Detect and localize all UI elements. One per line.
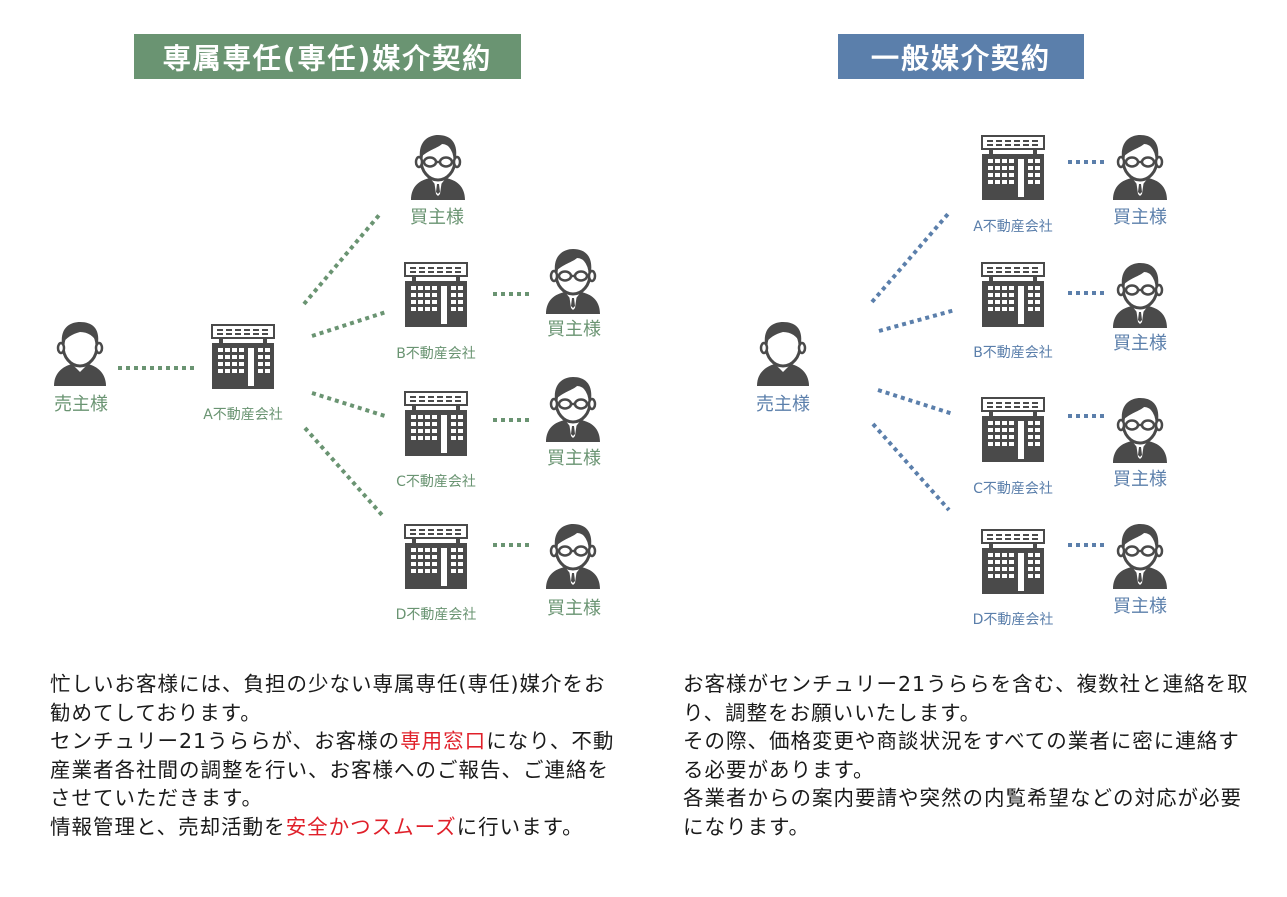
buyer-icon [1111,134,1169,200]
building-icon [404,524,468,589]
buyer-label: 買主様 [1113,469,1167,490]
exclusive-contract-title: 専属専任(専任)媒介契約 [134,34,521,79]
seller-icon [755,320,811,386]
connector-seller-to-company-d [871,422,951,512]
buyer-icon [544,523,602,589]
connector-seller-to-company-a [870,212,950,304]
buyer-icon [1111,262,1169,328]
company-b-label: B不動産会社 [396,346,476,362]
connector-hub-to-company-c [311,391,386,418]
highlight-text: 専用窓口 [400,729,487,753]
exclusive-contract-description: 忙しいお客様には、負担の少ない専属専任(専任)媒介をお勧めてしております。 セン… [50,670,620,841]
seller-icon [52,320,108,386]
general-contract-title: 一般媒介契約 [838,34,1084,79]
description-paragraph: その際、価格変更や商談状況をすべての業者に密に連絡する必要があります。 [683,729,1240,782]
company-d-label: D不動産会社 [395,607,477,623]
company-b-label: B不動産会社 [973,345,1053,361]
connector-hub-to-company-d [303,426,384,517]
description-paragraph: 情報管理と、売却活動を安全かつスムーズに行います。 [50,813,620,842]
building-icon [981,529,1045,594]
description-text: 情報管理と、売却活動を [50,814,286,839]
hub-company-label: A不動産会社 [203,407,283,423]
building-icon [981,397,1045,462]
buyer-label: 買主様 [547,598,601,619]
company-c-label: C不動産会社 [973,481,1053,497]
company-d-label: D不動産会社 [972,612,1054,628]
buyer-label: 買主様 [547,448,601,469]
buyer-icon [544,376,602,442]
buyer-label: 買主様 [1113,333,1167,354]
company-c-label: C不動産会社 [396,474,476,490]
seller-label: 売主様 [54,394,108,415]
connector-hub-to-company-b [311,310,387,338]
description-text: に行います。 [456,814,584,839]
building-icon [404,262,468,327]
buyer-label: 買主様 [547,319,601,340]
buyer-icon [1111,523,1169,589]
description-paragraph: センチュリー21うららが、お客様の専用窓口になり、不動産業者各社間の調整を行い、… [50,727,620,813]
connector-seller-to-company-b [878,308,956,333]
highlight-text: 安全かつスムーズ [285,814,457,839]
connector-hub-to-top-buyer [302,212,382,306]
building-icon [981,135,1045,200]
description-paragraph: 各業者からの案内要請や突然の内覧希望などの対応が必要になります。 [683,786,1242,839]
description-text: センチュリー21うららが、お客様の [50,729,401,753]
buyer-label: 買主様 [410,207,464,228]
description-text: になり、不動産業者各社間の調整を行い、お客様へのご報告、ご連絡をさせていただきま… [50,729,615,810]
building-icon [404,391,468,456]
building-icon [211,324,275,389]
buyer-label: 買主様 [1113,596,1167,617]
buyer-label: 買主様 [1113,207,1167,228]
buyer-icon [1111,397,1169,463]
company-a-label: A不動産会社 [973,219,1053,235]
connector-seller-to-company-c [877,388,954,416]
general-contract-description: お客様がセンチュリー21うららを含む、複数社と連絡を取り、調整をお願いいたします… [683,670,1253,841]
description-paragraph: 忙しいお客様には、負担の少ない専属専任(専任)媒介をお勧めてしております。 [50,672,606,725]
description-paragraph: お客様がセンチュリー21うららを含む、複数社と連絡を取り、調整をお願いいたします… [683,672,1249,725]
seller-label: 売主様 [756,394,810,415]
building-icon [981,262,1045,327]
buyer-icon [544,248,602,314]
buyer-icon [409,134,467,200]
